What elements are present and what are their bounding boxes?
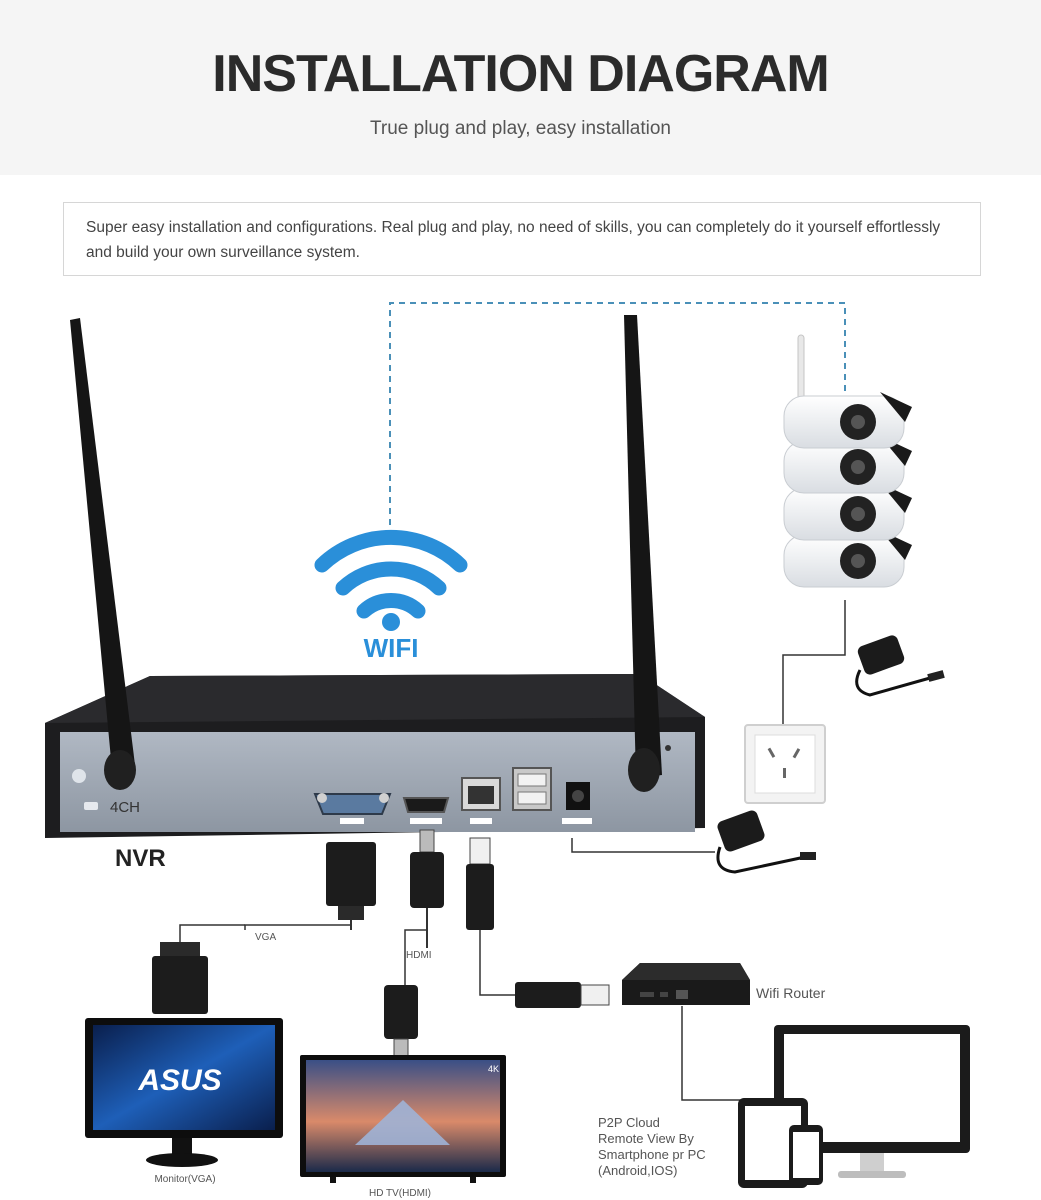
wall-socket <box>744 724 826 804</box>
header-band <box>0 0 1041 175</box>
nvr-power-line <box>571 838 715 853</box>
page-subtitle: True plug and play, easy installation <box>369 118 671 139</box>
monitor-label: Monitor(VGA) <box>154 1174 215 1185</box>
hdmi-line <box>404 929 427 985</box>
vga-cable <box>326 842 376 930</box>
vga-port <box>313 793 392 824</box>
wifi-icon <box>314 529 468 619</box>
tv: 4K <box>300 1055 506 1183</box>
monitor: ASUS <box>85 1018 283 1167</box>
hdmi-label: HDMI <box>406 950 432 961</box>
router-to-cloud-line <box>681 1006 745 1101</box>
antenna-right <box>624 315 662 792</box>
camera <box>783 483 912 541</box>
nvr-channels-label: 4CH <box>110 799 140 816</box>
monitor-brand: ASUS <box>137 1064 221 1097</box>
intro-box: Super easy installation and configuratio… <box>63 202 981 276</box>
camera <box>783 530 912 588</box>
tv-badge: 4K <box>488 1064 499 1074</box>
camera <box>783 392 912 449</box>
vga-connector-monitor <box>152 942 208 1014</box>
router <box>622 963 750 1005</box>
power-adapter <box>855 635 945 697</box>
p2p-line1: P2P Cloud <box>598 1115 660 1130</box>
p2p-line2: Remote View By <box>598 1131 694 1146</box>
pc-monitor <box>774 1025 970 1178</box>
p2p-line4: (Android,IOS) <box>598 1163 677 1178</box>
nvr-label: NVR <box>115 845 166 872</box>
nvr-device: 4CH <box>45 674 705 838</box>
p2p-line3: Smartphone pr PC <box>598 1147 706 1162</box>
vga-to-monitor-line <box>179 924 245 945</box>
wifi-dot <box>382 613 400 631</box>
power-adapter <box>716 810 816 874</box>
wifi-label: WIFI <box>364 633 419 663</box>
camera-power-line <box>782 600 846 730</box>
antenna-left <box>70 318 136 790</box>
vga-label: VGA <box>255 932 276 943</box>
smartphone <box>789 1125 823 1185</box>
lan-port <box>461 777 501 824</box>
router-label: Wifi Router <box>756 985 826 1001</box>
hdmi-connector-tv <box>384 985 418 1058</box>
tv-label: HD TV(HDMI) <box>369 1188 431 1199</box>
lan-line <box>479 930 515 996</box>
wifi-link-dashed <box>389 302 846 525</box>
hdmi-port <box>402 797 450 824</box>
usb-ports <box>512 767 552 811</box>
dc-port <box>562 782 592 824</box>
page-title: INSTALLATION DIAGRAM <box>212 45 829 103</box>
vga-line <box>244 924 351 930</box>
hdmi-cable <box>410 829 444 948</box>
lan-cable <box>466 837 494 930</box>
camera-stack <box>783 334 912 588</box>
lan-connector-router <box>515 982 610 1008</box>
p2p-text: P2P Cloud Remote View By Smartphone pr P… <box>598 1115 706 1178</box>
